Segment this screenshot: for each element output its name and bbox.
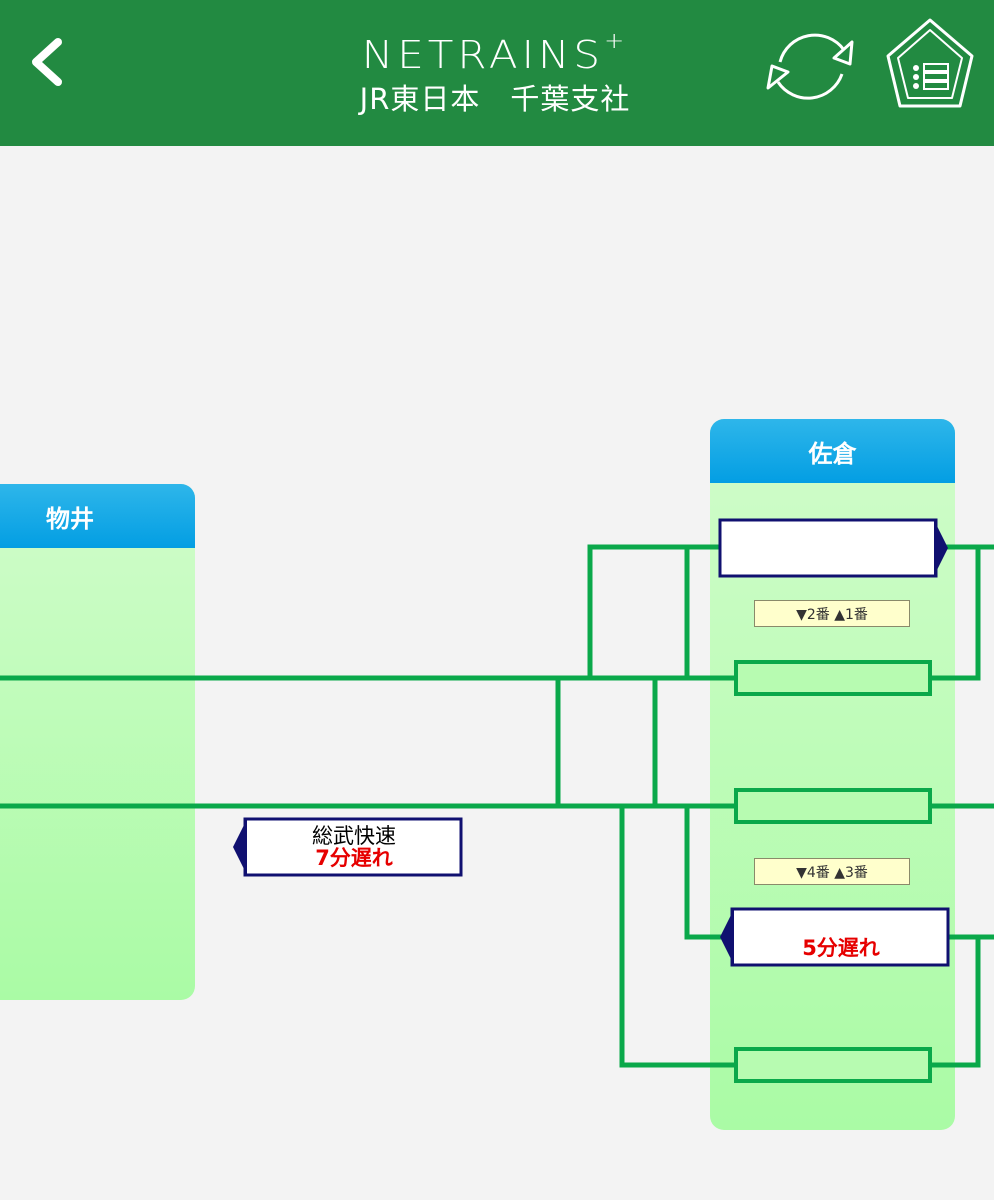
track-line xyxy=(587,544,720,678)
track-block xyxy=(734,788,932,824)
train-delay: 7分遅れ xyxy=(315,846,393,870)
track-line xyxy=(619,806,736,1068)
reload-icon xyxy=(766,33,854,100)
track-line xyxy=(930,937,981,1068)
train-info[interactable]: 5分遅れ xyxy=(736,915,946,959)
track-number-label: ▼2番 ▲1番 xyxy=(754,600,910,627)
home-menu-icon xyxy=(886,18,974,108)
track-line xyxy=(930,547,981,681)
train-marker[interactable] xyxy=(233,817,463,877)
station-panel-monoi: 物井 xyxy=(0,484,195,1000)
home-menu-button[interactable] xyxy=(884,16,976,112)
train-type: 総武快速 xyxy=(312,824,396,848)
track-number-label: ▼4番 ▲3番 xyxy=(754,858,910,885)
track-lines xyxy=(0,544,994,1068)
track-blocks xyxy=(734,660,932,1083)
train-delay: 5分遅れ xyxy=(802,936,880,960)
train-marker[interactable] xyxy=(720,907,950,967)
track-block xyxy=(734,660,932,696)
netrains-logo: NETRAINS+ xyxy=(361,27,629,78)
train-marker[interactable] xyxy=(718,518,948,578)
track-block xyxy=(734,1047,932,1083)
train-type xyxy=(736,915,946,937)
station-name: 佐倉 xyxy=(710,419,955,483)
train-info[interactable]: 総武快速 7分遅れ xyxy=(248,825,460,869)
branch-subtitle: JR東日本 千葉支社 xyxy=(359,82,631,116)
app-header: NETRAINS+ JR東日本 千葉支社 xyxy=(0,0,994,146)
track-line xyxy=(684,806,722,940)
back-button[interactable] xyxy=(22,30,78,94)
chevron-left-icon xyxy=(32,38,62,86)
station-name: 物井 xyxy=(0,484,195,548)
brand: NETRAINS+ JR東日本 千葉支社 xyxy=(340,14,650,116)
reload-button[interactable] xyxy=(762,22,858,108)
